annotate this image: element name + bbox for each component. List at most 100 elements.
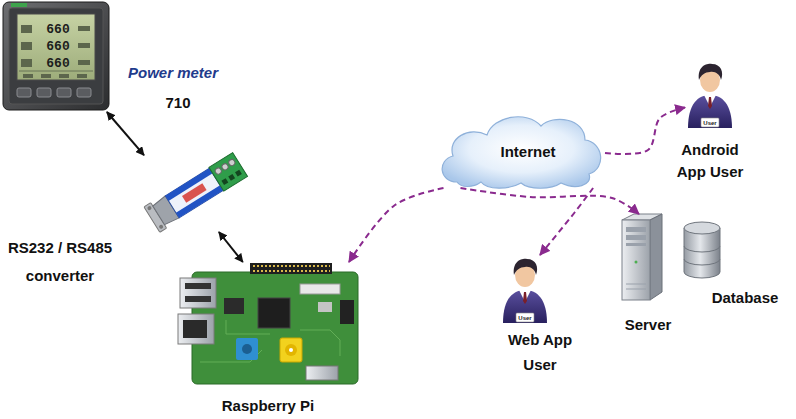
raspberry-pi-board [285, 344, 297, 356]
power-meter-device [3, 2, 109, 110]
text-slot: User [703, 120, 716, 126]
network-flow [461, 188, 639, 214]
power-meter-device [21, 59, 32, 67]
power-meter-device [21, 42, 32, 50]
power-meter-device [23, 74, 33, 78]
raspberry-pi-board [340, 300, 354, 324]
network-flow [349, 188, 444, 262]
raspberry-pi-board [250, 263, 332, 274]
raspberry-pi-board [242, 344, 252, 354]
raspberry-pi-board [180, 278, 216, 308]
text-slot: 660 [46, 57, 69, 70]
raspberry-pi-board [183, 320, 207, 338]
user-label: Android App User [673, 139, 747, 183]
server-tower [650, 214, 662, 300]
text-slot: Power meter [128, 64, 218, 82]
web-user-node: Web App User [500, 255, 550, 323]
power-meter-device [57, 88, 71, 97]
device-label: Power meter [128, 64, 218, 82]
raspberry-pi-board [253, 270, 330, 272]
rs232-rs485-converter [209, 153, 248, 192]
power-meter-device [19, 71, 93, 72]
database-cylinder [684, 222, 720, 234]
android-user-icon [688, 64, 732, 128]
badge-text: User [518, 315, 531, 321]
server-tower [626, 284, 646, 285]
server-node: Server [620, 214, 662, 300]
database-cylinder [684, 259, 720, 265]
server-tower [622, 220, 650, 300]
rs232-rs485-converter [221, 178, 228, 185]
cloud-outline [442, 117, 601, 188]
power-meter-device [17, 14, 95, 80]
database-node: Database [684, 222, 720, 278]
badge-text: User [703, 120, 716, 126]
serial-link [219, 232, 243, 262]
power-meter-device [41, 74, 51, 78]
meter-reading: 660 [46, 40, 69, 53]
device-label: Database [712, 289, 779, 307]
raspberry-pi-board [318, 302, 332, 312]
server-tower [626, 289, 646, 290]
text-slot: Raspberry Pi [222, 397, 315, 415]
raspberry-pi-board [236, 338, 258, 360]
database-cylinder [684, 246, 720, 252]
power-meter-device [3, 2, 109, 110]
web-user-icon [503, 259, 547, 323]
server-tower [635, 261, 638, 264]
server-tower [626, 227, 646, 232]
network-flow [540, 188, 593, 255]
cloud-label: Internet [500, 143, 555, 161]
raspberry-pi-board [178, 263, 358, 384]
serial-link [107, 112, 144, 155]
meter-reading: 660 [46, 23, 69, 36]
device-label: RS232 / RS485 converter [2, 234, 118, 290]
power-meter-device [77, 88, 91, 97]
converter-node: RS232 / RS485 converter [144, 152, 248, 232]
text-slot: Web App User [504, 327, 576, 377]
text-slot: 710 [165, 94, 190, 112]
raspberry-pi-board [289, 348, 293, 352]
raspberry-pi-board [300, 284, 340, 294]
power-meter-device [77, 74, 87, 78]
raspberry-pi-board [185, 283, 211, 289]
model-number: 710 [165, 94, 190, 112]
raspberry-pi-board [306, 366, 338, 380]
android-user-node: Android App User [685, 60, 735, 128]
database-cylinder [684, 222, 720, 278]
server-tower [622, 214, 662, 300]
user-label: Web App User [504, 327, 576, 377]
power-meter-device [9, 8, 103, 104]
rs232-rs485-converter [147, 205, 153, 211]
network-flow [605, 108, 685, 154]
meter-reading: 660 [46, 57, 69, 70]
text-slot: RS232 / RS485 converter [2, 234, 118, 290]
rs232-rs485-converter [158, 224, 164, 230]
raspberry-pi-board [178, 314, 214, 344]
text-slot: User [518, 315, 531, 321]
rs232-rs485-converter [221, 163, 229, 171]
text-slot: 660 [46, 40, 69, 53]
web-user-icon [503, 259, 547, 323]
power-meter-device [59, 74, 69, 78]
text-slot: Android App User [673, 139, 747, 183]
rs232-rs485-converter [144, 152, 248, 233]
android-user-icon [688, 64, 732, 128]
power-meter-device [17, 88, 31, 97]
rs232-rs485-converter [214, 167, 222, 175]
power-meter-device [21, 25, 32, 33]
power-meter-device [11, 3, 27, 7]
device-label: Raspberry Pi [222, 397, 315, 415]
text-slot: Database [712, 289, 779, 307]
connector-group [107, 108, 685, 262]
power-meter-device [78, 60, 90, 65]
device-label: Server [625, 316, 672, 334]
raspberry-pi-board [258, 298, 290, 328]
server-tower [626, 235, 646, 240]
raspberry-pi-board [185, 296, 211, 302]
raspberry-pi-board [192, 272, 358, 384]
